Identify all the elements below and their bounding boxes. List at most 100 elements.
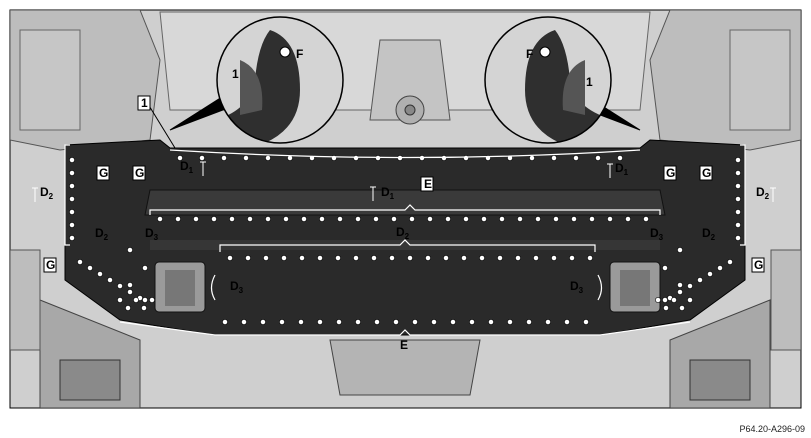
- callout-g-5: G: [46, 258, 55, 272]
- weld-hole: [221, 155, 227, 161]
- callout-1-main: 1: [141, 96, 148, 110]
- weld-hole: [735, 196, 741, 202]
- weld-hole: [281, 255, 287, 261]
- callout-g-6: G: [754, 258, 763, 272]
- callout-1-left-detail: 1: [232, 67, 239, 81]
- weld-hole: [69, 222, 75, 228]
- weld-hole: [697, 277, 703, 283]
- weld-hole: [687, 283, 693, 289]
- weld-hole: [526, 319, 532, 325]
- weld-hole: [735, 183, 741, 189]
- weld-hole: [319, 216, 325, 222]
- spot-weld-points: [69, 155, 741, 325]
- weld-hole: [707, 271, 713, 277]
- weld-hole: [551, 155, 557, 161]
- callout-g-2: G: [135, 166, 144, 180]
- weld-hole: [727, 259, 733, 265]
- weld-hole: [353, 255, 359, 261]
- weld-hole: [735, 170, 741, 176]
- callout-d2-center: D2: [396, 225, 410, 241]
- weld-hole: [69, 209, 75, 215]
- weld-hole: [671, 297, 677, 303]
- callout-d2-left: D2: [95, 226, 109, 242]
- weld-hole: [355, 216, 361, 222]
- weld-hole: [573, 155, 579, 161]
- weld-hole: [595, 155, 601, 161]
- weld-hole: [655, 297, 661, 303]
- callout-f-right: F: [526, 47, 533, 61]
- weld-hole: [463, 216, 469, 222]
- weld-hole: [551, 255, 557, 261]
- weld-hole: [507, 155, 513, 161]
- weld-hole: [335, 255, 341, 261]
- weld-hole: [87, 265, 93, 271]
- weld-hole: [353, 155, 359, 161]
- weld-hole: [583, 319, 589, 325]
- weld-hole: [317, 319, 323, 325]
- weld-hole: [529, 155, 535, 161]
- weld-hole: [125, 305, 131, 311]
- weld-hole: [407, 255, 413, 261]
- weld-hole: [301, 216, 307, 222]
- weld-hole: [177, 155, 183, 161]
- weld-hole: [227, 255, 233, 261]
- weld-hole: [243, 155, 249, 161]
- weld-hole: [571, 216, 577, 222]
- weld-hole: [175, 216, 181, 222]
- weld-hole: [499, 216, 505, 222]
- weld-hole: [412, 319, 418, 325]
- weld-hole: [222, 319, 228, 325]
- callout-f-left: F: [296, 47, 303, 61]
- weld-hole: [336, 319, 342, 325]
- figure-reference-code: P64.20-A296-09: [739, 424, 805, 434]
- weld-hole: [149, 297, 155, 303]
- weld-hole: [535, 216, 541, 222]
- weld-hole: [69, 183, 75, 189]
- weld-hole: [229, 216, 235, 222]
- weld-hole: [375, 155, 381, 161]
- weld-hole: [69, 196, 75, 202]
- weld-hole: [425, 255, 431, 261]
- weld-hole: [142, 265, 148, 271]
- weld-hole: [142, 297, 148, 303]
- callout-d3-lower-right: D3: [570, 279, 584, 295]
- callout-d1-left: D1: [180, 159, 194, 175]
- weld-hole: [409, 216, 415, 222]
- weld-hole: [663, 305, 669, 311]
- weld-hole: [211, 216, 217, 222]
- weld-hole: [374, 319, 380, 325]
- weld-hole: [373, 216, 379, 222]
- weld-hole: [247, 216, 253, 222]
- weld-hole: [564, 319, 570, 325]
- callout-labels: 1 1 1 F F E E G G G G G G D1 D1 D1 D2 D2…: [40, 47, 770, 352]
- rivet-symbols: [32, 161, 776, 202]
- weld-hole: [263, 255, 269, 261]
- weld-hole: [260, 319, 266, 325]
- callout-d2-far-right: D2: [756, 185, 770, 201]
- weld-hole: [283, 216, 289, 222]
- weld-hole: [481, 216, 487, 222]
- weld-hole: [265, 216, 271, 222]
- weld-hole: [127, 282, 133, 288]
- weld-hole: [533, 255, 539, 261]
- weld-hole: [545, 319, 551, 325]
- weld-hole: [431, 319, 437, 325]
- weld-hole: [445, 216, 451, 222]
- weld-hole: [317, 255, 323, 261]
- weld-hole: [337, 216, 343, 222]
- weld-hole: [735, 157, 741, 163]
- weld-hole: [679, 305, 685, 311]
- callout-g-3: G: [666, 166, 675, 180]
- weld-hole: [450, 319, 456, 325]
- weld-hole: [463, 155, 469, 161]
- weld-hole: [662, 265, 668, 271]
- callout-d3-upper-left: D3: [145, 226, 159, 242]
- weld-hole: [355, 319, 361, 325]
- detail-view-right: [484, 16, 612, 144]
- weld-hole: [461, 255, 467, 261]
- weld-hole: [127, 247, 133, 253]
- weld-hole: [662, 297, 668, 303]
- weld-hole: [515, 255, 521, 261]
- weld-hole: [517, 216, 523, 222]
